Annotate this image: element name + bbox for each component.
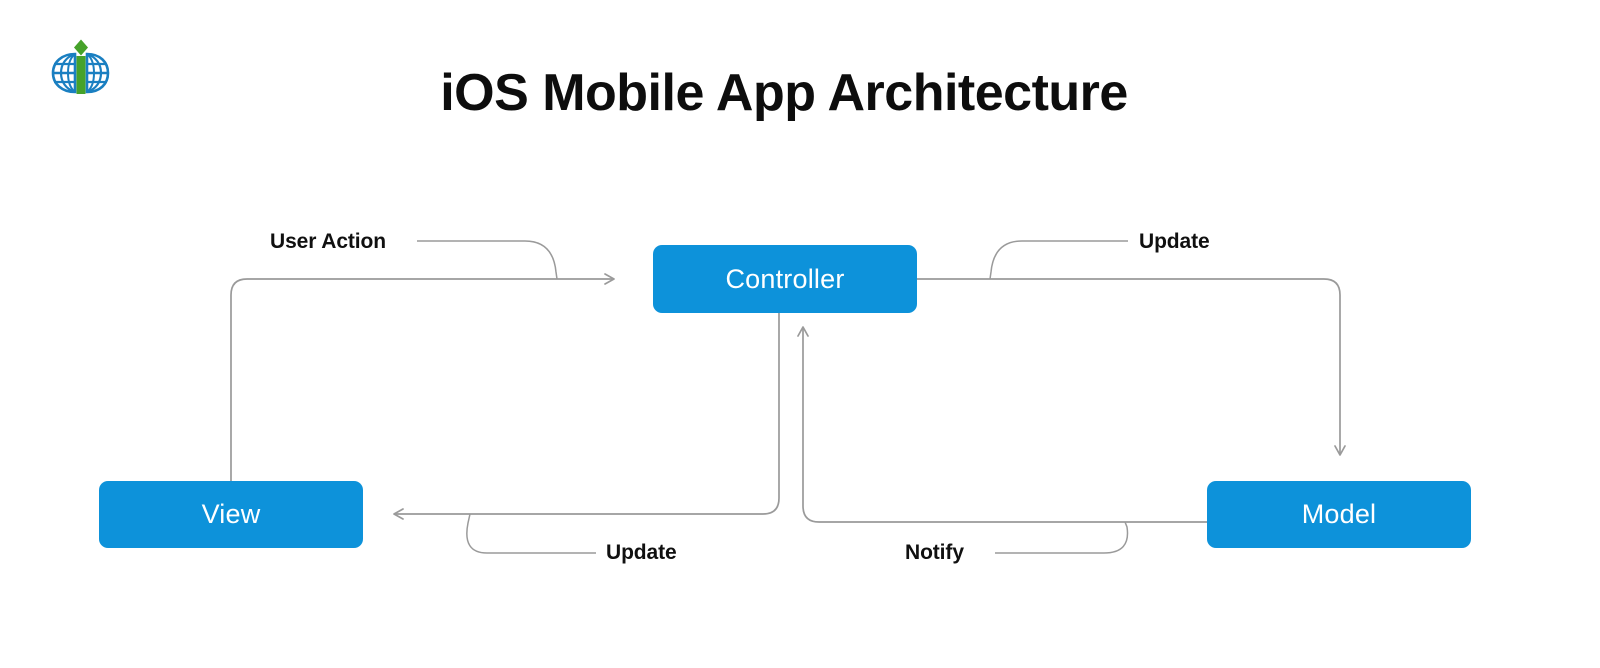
page-title: iOS Mobile App Architecture	[440, 64, 1128, 122]
edge-label-notify: Notify	[905, 541, 964, 564]
edge-update-top-leader	[989, 240, 1128, 280]
edge-label-update-top: Update	[1139, 230, 1210, 253]
edge-update-bottom-path	[393, 313, 780, 520]
node-model-label: Model	[1301, 499, 1377, 529]
edge-notify-path	[797, 326, 1208, 523]
edge-user-action-leader	[417, 240, 558, 280]
node-model[interactable]: Model	[1207, 481, 1471, 548]
globe-right-hemisphere	[85, 52, 110, 94]
edge-update-top-path	[917, 278, 1346, 456]
node-view-label: View	[201, 499, 261, 529]
edge-label-user-action: User Action	[270, 230, 386, 253]
node-controller[interactable]: Controller	[653, 245, 917, 313]
globe-i-logo	[46, 38, 114, 100]
edge-update-bottom-leader	[466, 513, 596, 554]
node-controller-label: Controller	[725, 263, 845, 294]
edge-notify-leader	[995, 521, 1129, 554]
globe-i-logo-svg	[51, 39, 110, 94]
edge-user-action-path	[230, 273, 615, 481]
edge-label-update-bottom: Update	[606, 541, 677, 564]
globe-left-hemisphere	[51, 52, 77, 94]
logo-letter-i-stem	[76, 56, 86, 94]
logo-diamond-icon	[74, 39, 88, 56]
node-view[interactable]: View	[99, 481, 363, 548]
